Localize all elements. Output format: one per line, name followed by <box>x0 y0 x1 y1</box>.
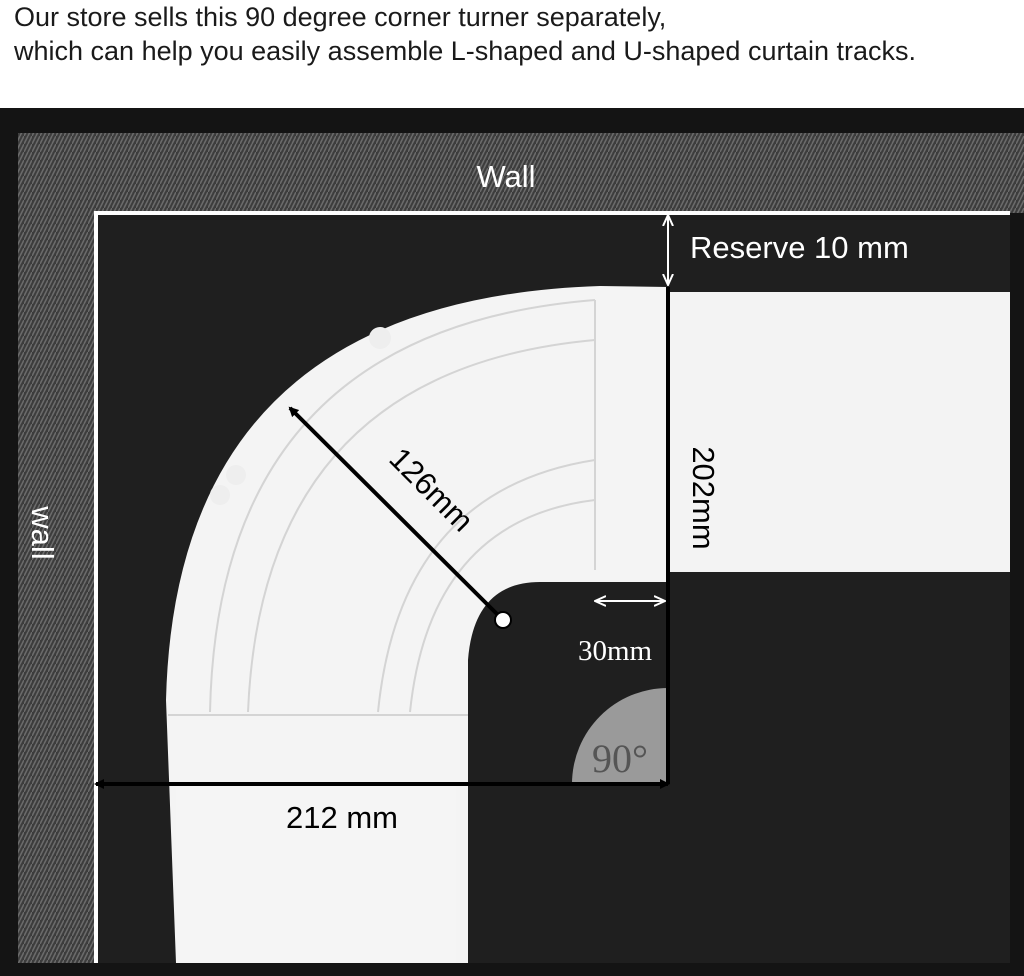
wall-left-label: wall <box>25 505 60 559</box>
radius-dimension-line <box>288 406 505 622</box>
caption: Our store sells this 90 degree corner tu… <box>14 0 1014 68</box>
clip-bump-2 <box>226 465 246 485</box>
angle-label: 90° <box>592 736 648 781</box>
top-wall <box>18 133 1024 213</box>
clip-bump-3 <box>210 485 230 505</box>
left-wall <box>18 133 94 963</box>
straight-track-bottom <box>176 786 456 963</box>
caption-line-1: Our store sells this 90 degree corner tu… <box>14 2 667 32</box>
diagram-svg: Wall wall Reserve 10 mm 202mm 126mm 30mm… <box>0 108 1024 976</box>
wall-top-label: Wall <box>476 159 535 194</box>
height-label: 202mm <box>686 446 721 549</box>
radius-end-dot <box>494 611 512 629</box>
straight-track-right <box>668 292 1010 572</box>
width-label: 212 mm <box>286 800 398 835</box>
corner-turner-diagram: Wall wall Reserve 10 mm 202mm 126mm 30mm… <box>0 108 1024 976</box>
wall-edge-line <box>94 211 1010 963</box>
reserve-label: Reserve 10 mm <box>690 230 909 265</box>
angle-indicator <box>572 688 668 784</box>
caption-line-2: which can help you easily assemble L-sha… <box>14 36 916 66</box>
gap-label: 30mm <box>578 635 653 667</box>
clip-bump-1 <box>369 327 391 349</box>
